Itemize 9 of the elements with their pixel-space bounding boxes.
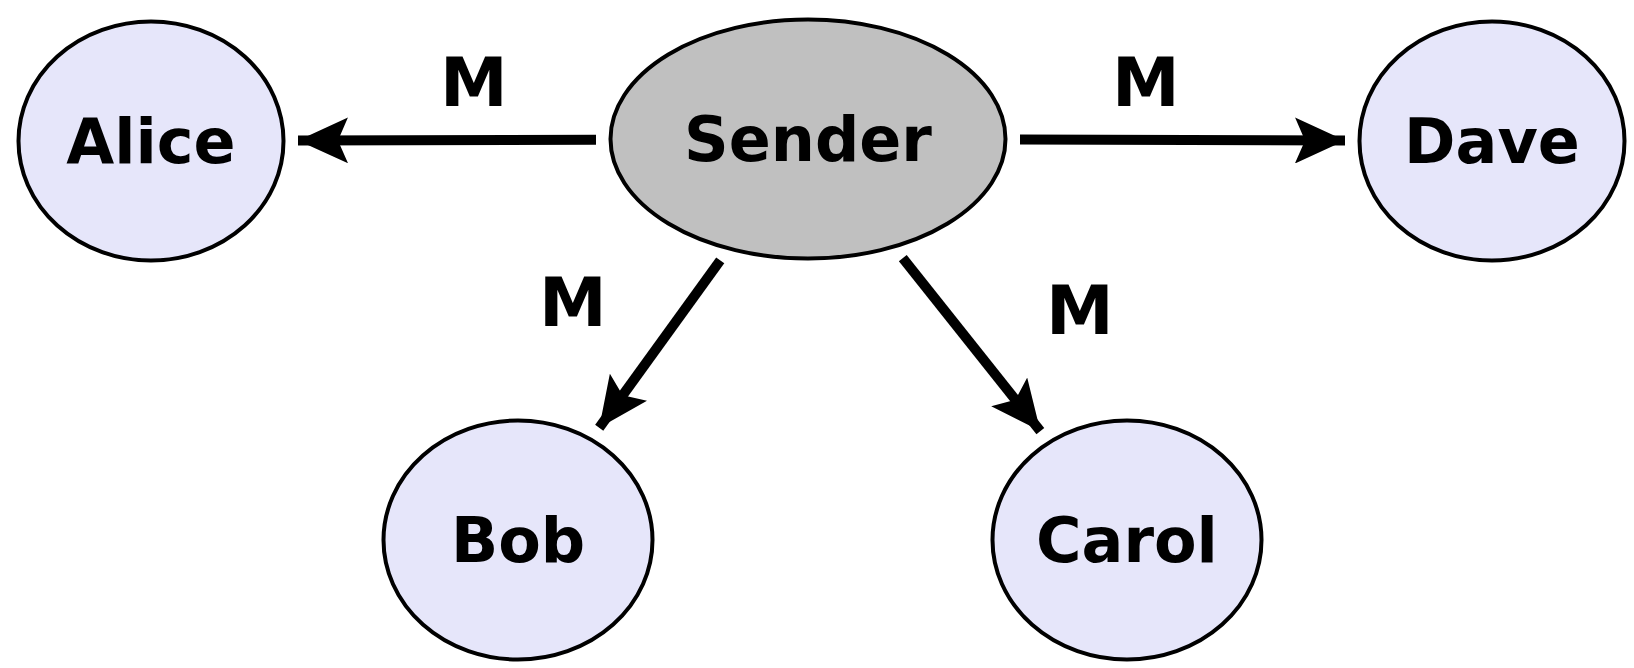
node-label: Sender (684, 102, 932, 176)
node-label: Dave (1404, 104, 1580, 178)
arrow (595, 257, 725, 431)
arrow (298, 117, 596, 164)
node-label: Bob (450, 503, 586, 577)
arrow (898, 255, 1045, 435)
arrow (1020, 117, 1345, 164)
node-label: Alice (66, 104, 236, 178)
node-label: Carol (1036, 503, 1218, 577)
